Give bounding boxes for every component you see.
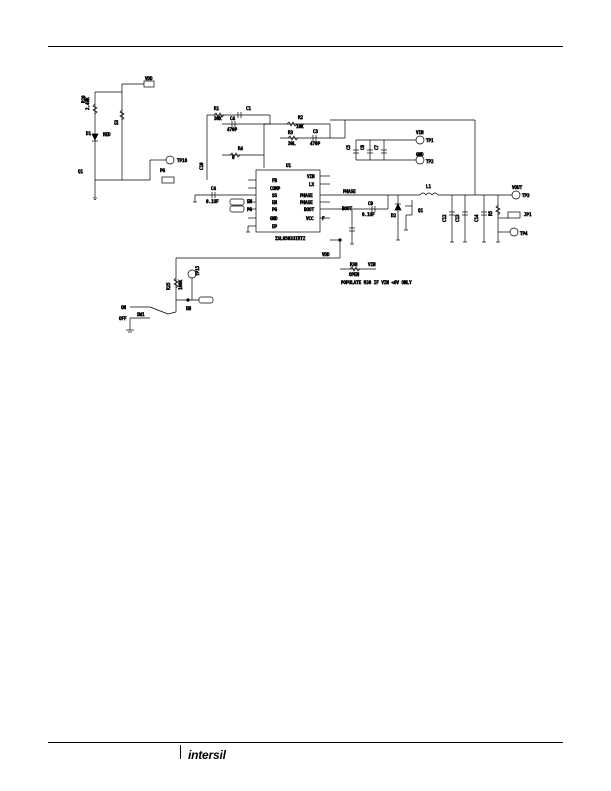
en-bottom-label: EN xyxy=(186,306,192,311)
r5-label: R5 xyxy=(488,210,493,216)
r38-value: OPEN xyxy=(349,272,360,277)
c10-label: C10 xyxy=(199,162,204,170)
on-label: ON xyxy=(121,305,127,310)
pg-pin-label: PG xyxy=(247,207,253,212)
vdd-top-label: VDD xyxy=(145,76,153,81)
jp1-label: JP1 xyxy=(524,212,532,217)
pin-gnd: GND xyxy=(270,216,278,221)
q-label: Q1 xyxy=(78,169,84,174)
r1-label: R1 xyxy=(214,106,220,111)
pin-vin: VIN xyxy=(307,174,315,179)
tp2-label: TP2 xyxy=(426,159,434,164)
compensation-network xyxy=(206,112,476,195)
vin-r38-label: VIN xyxy=(368,262,376,267)
r20-label: R20 xyxy=(81,95,86,103)
u1-part: ISL85033IRTZ xyxy=(275,236,306,241)
pin-ss: SS xyxy=(272,193,278,198)
c13-label: C13 xyxy=(455,214,460,222)
populate-note: POPULATE R38 IF VIN <6V ONLY xyxy=(341,280,412,285)
pin-boot: BOOT xyxy=(304,207,315,212)
c12-label: C12 xyxy=(442,214,447,222)
cap-in-value: 0.1UF xyxy=(206,199,219,204)
pin-f: F xyxy=(322,216,325,221)
pin-phase: PHASE xyxy=(300,193,313,198)
pin-en: EN xyxy=(272,200,278,205)
pin-phase2: PHASE xyxy=(300,200,313,205)
vout-label: VOUT xyxy=(512,185,523,190)
pin-pg: PG xyxy=(272,207,278,212)
u1-label: U1 xyxy=(286,163,292,168)
c1-label: C1 xyxy=(246,106,252,111)
d1-label: D1 xyxy=(86,131,92,136)
sw1-label: SW1 xyxy=(137,312,145,317)
c9-value: 0.1UF xyxy=(362,212,375,217)
output-stage xyxy=(330,190,521,243)
cap-in-label: C4 xyxy=(211,186,217,191)
c6-label: C6 xyxy=(360,144,365,150)
r4-label: R4 xyxy=(238,146,244,151)
r3-value: 30L xyxy=(288,141,296,146)
pin-fb: FB xyxy=(272,178,278,183)
c4-comp-label: C4 xyxy=(230,116,236,121)
pin-comp: COMP xyxy=(270,186,281,191)
vin-gnd-testpoints xyxy=(353,135,425,165)
r2-value: 10K xyxy=(296,124,304,129)
footer-rule xyxy=(48,742,563,743)
red-label: RED xyxy=(103,132,111,137)
tp16-label: TP16 xyxy=(177,158,188,163)
tp4-label: TP4 xyxy=(520,231,528,236)
c3-value: 470P xyxy=(310,141,321,146)
off-label: OFF xyxy=(119,316,127,321)
tp1-label: TP1 xyxy=(426,138,434,143)
gnd-tp-label: GND xyxy=(416,152,424,157)
pg-net-label: PG xyxy=(160,168,166,173)
tp3-label: TP3 xyxy=(522,193,530,198)
c5-label: C5 xyxy=(346,144,351,150)
intersil-logo: intersil xyxy=(188,748,226,762)
enable-switch xyxy=(126,306,177,333)
vdd-mid-label: VDD xyxy=(322,252,330,257)
d2-label: D2 xyxy=(391,213,397,218)
r38-label: R38 xyxy=(350,262,358,267)
l1-label: L1 xyxy=(426,184,432,189)
r20-value: 2.49K xyxy=(85,97,90,110)
r25-label: R25 xyxy=(166,282,171,290)
pg-led-branch xyxy=(91,80,175,200)
c14-label: C14 xyxy=(474,214,479,222)
c7-label: C7 xyxy=(374,144,379,150)
u1-ic xyxy=(248,169,420,233)
tp15-label: TP15 xyxy=(195,265,200,276)
u1-input-side xyxy=(193,192,250,233)
q1-label: Q1 xyxy=(418,208,424,213)
r1-value: 30K xyxy=(214,116,222,121)
r3-label: R3 xyxy=(288,130,294,135)
header-rule xyxy=(48,46,563,47)
c9-label: C9 xyxy=(368,201,374,206)
pin-vcc: VCC xyxy=(306,216,314,221)
vdd-r38-branch xyxy=(173,210,376,312)
footer-divider xyxy=(180,745,181,759)
ss-label: S3 xyxy=(114,119,119,125)
r2-label: R2 xyxy=(298,115,304,120)
en-pin-label: EN xyxy=(247,199,253,204)
boot-net-label: BOOT xyxy=(342,206,353,211)
c4-comp-value: 470P xyxy=(227,127,238,132)
r25-value: 100K xyxy=(178,279,183,290)
phase-net-label: PHASE xyxy=(343,189,356,194)
pin-ep: EP xyxy=(272,224,278,229)
vin-tp-label: VIN xyxy=(416,130,424,135)
c3-label: C3 xyxy=(313,129,319,134)
pin-lx: LX xyxy=(309,182,315,187)
r4-value: 0 xyxy=(232,155,235,160)
